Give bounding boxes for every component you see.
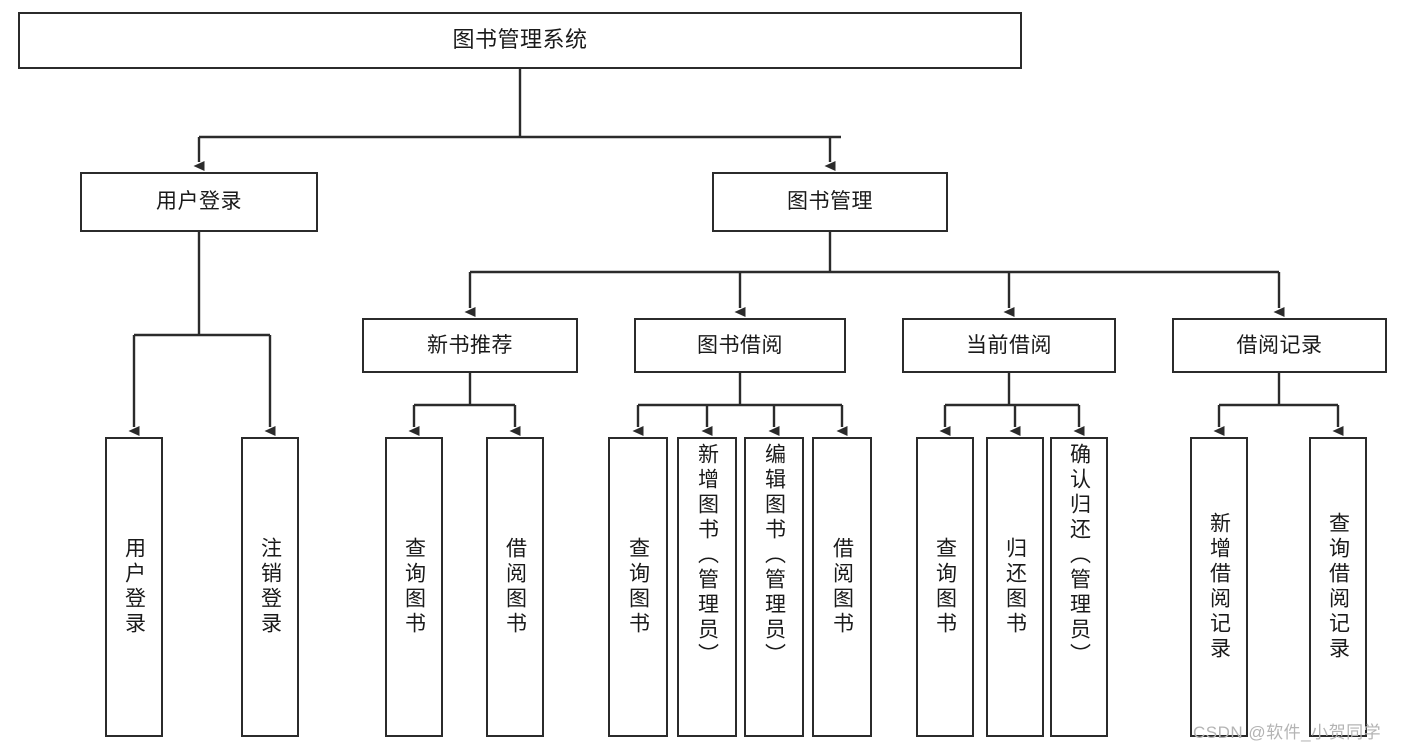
node-leaf-query-book-1-label: 查询图书 (402, 537, 426, 637)
node-leaf-logout-label: 注销登录 (258, 537, 282, 637)
node-leaf-borrow-book-2-label: 借阅图书 (830, 537, 854, 637)
node-borrow-record-label: 借阅记录 (1236, 333, 1323, 357)
node-leaf-borrow-book-1-label: 借阅图书 (503, 537, 527, 637)
node-borrow-record[interactable]: 借阅记录 (1172, 318, 1387, 373)
node-leaf-add-record[interactable]: 新增借阅记录 (1190, 437, 1248, 737)
node-leaf-user-login[interactable]: 用户登录 (105, 437, 163, 737)
node-leaf-query-book-1[interactable]: 查询图书 (385, 437, 443, 737)
node-leaf-return-book-label: 归还图书 (1003, 537, 1027, 637)
node-leaf-query-book-2-label: 查询图书 (626, 537, 650, 637)
node-current-borrow[interactable]: 当前借阅 (902, 318, 1116, 373)
csdn-watermark: CSDN @软件_小贺同学 (1193, 723, 1382, 742)
node-book-manage-label: 图书管理 (787, 190, 873, 214)
node-root-label: 图书管理系统 (452, 27, 588, 53)
node-leaf-add-book[interactable]: 新增图书（管理员） (677, 437, 737, 737)
node-root[interactable]: 图书管理系统 (18, 12, 1022, 69)
node-book-borrow[interactable]: 图书借阅 (634, 318, 846, 373)
node-current-borrow-label: 当前借阅 (966, 333, 1052, 357)
node-leaf-borrow-book-2[interactable]: 借阅图书 (812, 437, 872, 737)
node-leaf-confirm-return-label: 确认归还（管理员） (1067, 443, 1091, 668)
node-new-book-recommend[interactable]: 新书推荐 (362, 318, 578, 373)
node-leaf-add-book-label: 新增图书（管理员） (695, 443, 719, 668)
node-leaf-query-record[interactable]: 查询借阅记录 (1309, 437, 1367, 737)
node-book-manage[interactable]: 图书管理 (712, 172, 948, 232)
node-leaf-logout[interactable]: 注销登录 (241, 437, 299, 737)
node-user-login[interactable]: 用户登录 (80, 172, 318, 232)
node-leaf-query-record-label: 查询借阅记录 (1326, 512, 1350, 662)
node-leaf-user-login-label: 用户登录 (122, 537, 146, 637)
node-user-login-label: 用户登录 (156, 190, 242, 214)
node-leaf-confirm-return[interactable]: 确认归还（管理员） (1050, 437, 1108, 737)
node-leaf-query-book-3-label: 查询图书 (933, 537, 957, 637)
node-leaf-edit-book[interactable]: 编辑图书（管理员） (744, 437, 804, 737)
node-book-borrow-label: 图书借阅 (697, 333, 783, 357)
node-leaf-query-book-2[interactable]: 查询图书 (608, 437, 668, 737)
node-new-book-recommend-label: 新书推荐 (427, 333, 513, 357)
node-leaf-query-book-3[interactable]: 查询图书 (916, 437, 974, 737)
node-leaf-edit-book-label: 编辑图书（管理员） (762, 443, 786, 668)
node-leaf-borrow-book-1[interactable]: 借阅图书 (486, 437, 544, 737)
node-leaf-add-record-label: 新增借阅记录 (1207, 512, 1231, 662)
node-leaf-return-book[interactable]: 归还图书 (986, 437, 1044, 737)
